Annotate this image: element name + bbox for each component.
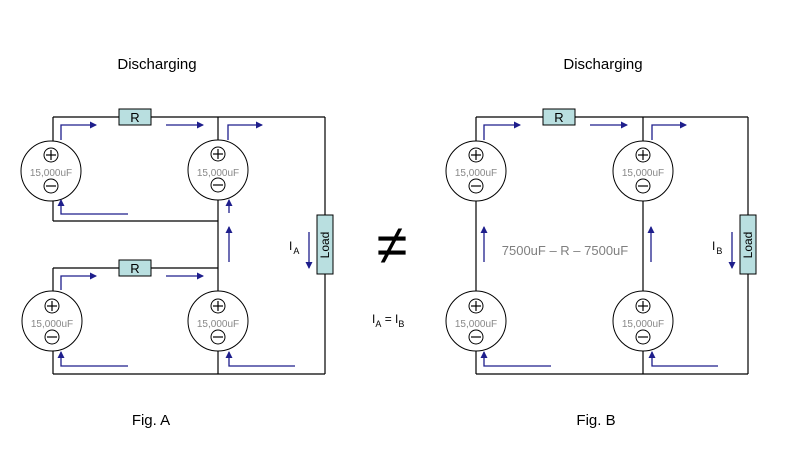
current-arrow [483, 121, 521, 140]
load-label: Load [741, 232, 755, 259]
capacitor-label: 15,000uF [197, 319, 239, 330]
capacitor-label: 15,000uF [197, 168, 239, 179]
current-label: IA [289, 239, 299, 256]
equivalent-capacitance-annotation: 7500uF – R – 7500uF [502, 243, 629, 258]
capacitor: 15,000uF [187, 290, 249, 352]
capacitor: 15,000uF [20, 140, 82, 202]
fig-b: Discharging R Load 15,000uF [445, 56, 757, 429]
current-arrow [648, 351, 718, 367]
center-comparison: ≠ IA = IB [372, 213, 407, 329]
capacitor: 15,000uF [187, 139, 249, 201]
resistor-label: R [130, 110, 139, 125]
capacitor-label: 15,000uF [31, 319, 73, 330]
current-arrow [480, 351, 551, 367]
capacitor-label: 15,000uF [622, 168, 664, 179]
current-equation: IA = IB [372, 312, 404, 329]
capacitor-label: 15,000uF [455, 319, 497, 330]
capacitor: 15,000uF [612, 290, 674, 352]
fig-b-caption: Fig. B [576, 412, 615, 429]
fig-b-heading: Discharging [563, 56, 642, 73]
current-arrow [60, 272, 97, 290]
capacitor: 15,000uF [612, 140, 674, 202]
resistor-label: R [130, 261, 139, 276]
current-arrow [651, 121, 687, 140]
fig-a-resistor-top: R [118, 108, 152, 126]
capacitor: 15,000uF [21, 290, 83, 352]
fig-a-caption: Fig. A [132, 412, 170, 429]
capacitor-label: 15,000uF [455, 168, 497, 179]
fig-b-current-arrows [480, 121, 736, 367]
fig-a-load: Load [316, 214, 334, 275]
current-arrow [57, 351, 128, 367]
fig-a-heading: Discharging [117, 56, 196, 73]
current-arrow [60, 121, 97, 140]
current-label: IB [712, 239, 722, 256]
fig-a-current-arrows [57, 121, 313, 367]
capacitor-label: 15,000uF [622, 319, 664, 330]
current-arrow [57, 199, 128, 215]
capacitor: 15,000uF [445, 290, 507, 352]
fig-a-upper-wires [52, 116, 326, 374]
capacitor: 15,000uF [445, 140, 507, 202]
fig-a-resistor-bottom: R [118, 259, 152, 277]
capacitor-label: 15,000uF [30, 168, 72, 179]
load-label: Load [318, 232, 332, 259]
not-equal-symbol: ≠ [377, 213, 408, 276]
fig-b-resistor-top: R [542, 108, 576, 126]
current-arrow [227, 121, 263, 140]
fig-b-load: Load [739, 214, 757, 275]
fig-a: Discharging R R [20, 56, 334, 429]
resistor-label: R [554, 110, 563, 125]
current-arrow [225, 351, 295, 367]
